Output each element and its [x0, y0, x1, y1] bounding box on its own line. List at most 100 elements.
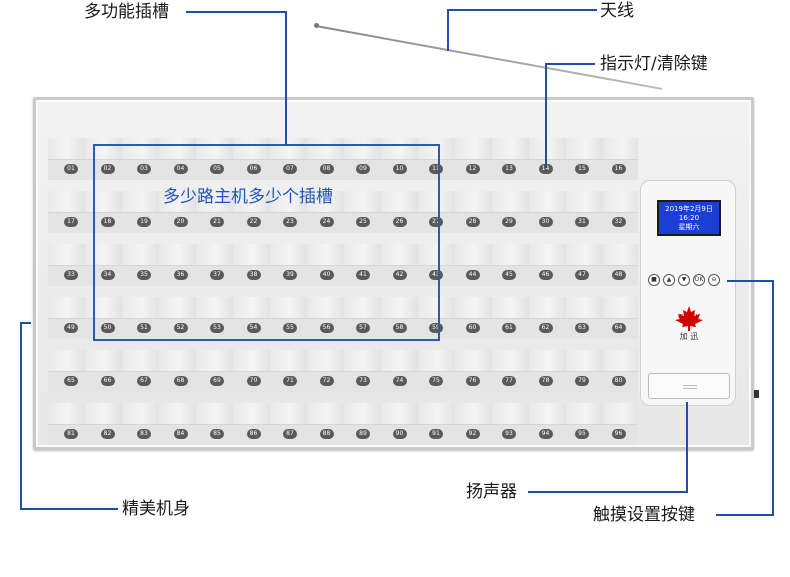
slot-number[interactable]: 46 [538, 270, 553, 280]
slot-number[interactable]: 49 [64, 323, 78, 333]
slot-number[interactable]: 45 [502, 270, 516, 280]
slot-number[interactable]: 93 [502, 429, 516, 439]
slot-number[interactable]: 47 [575, 270, 589, 280]
slot-number[interactable]: 12 [465, 164, 480, 174]
slot-number[interactable]: 72 [319, 376, 334, 386]
slot-number[interactable]: 18 [100, 217, 115, 227]
slot-number[interactable]: 22 [246, 217, 261, 227]
slot-number[interactable]: 54 [246, 323, 261, 333]
slot-number[interactable]: 94 [538, 429, 553, 439]
slot-number[interactable]: 89 [356, 429, 370, 439]
slot-number[interactable]: 58 [392, 323, 407, 333]
slot-number[interactable]: 61 [502, 323, 516, 333]
slot-number[interactable]: 32 [611, 217, 626, 227]
slot-number[interactable]: 51 [137, 323, 151, 333]
slot-number[interactable]: 65 [64, 376, 78, 386]
slot-number[interactable]: 02 [100, 164, 115, 174]
slot-number[interactable]: 81 [64, 429, 78, 439]
slot-number[interactable]: 11 [429, 164, 443, 174]
slot-number[interactable]: 28 [465, 217, 480, 227]
slot-number[interactable]: 96 [611, 429, 626, 439]
slot-number[interactable]: 04 [173, 164, 188, 174]
slot-number[interactable]: 44 [465, 270, 480, 280]
slot-number[interactable]: 86 [246, 429, 261, 439]
slot-number[interactable]: 66 [100, 376, 115, 386]
slot-number[interactable]: 83 [137, 429, 151, 439]
slot-number[interactable]: 17 [64, 217, 78, 227]
slot-number[interactable]: 56 [319, 323, 334, 333]
slot-number[interactable]: 39 [283, 270, 297, 280]
slot-number[interactable]: 75 [429, 376, 443, 386]
slot-number[interactable]: 08 [319, 164, 334, 174]
slot-number[interactable]: 68 [173, 376, 188, 386]
down-button[interactable]: ▼ [678, 274, 690, 286]
slot-number[interactable]: 29 [502, 217, 516, 227]
slot-number[interactable]: 52 [173, 323, 188, 333]
slot-number[interactable]: 43 [429, 270, 443, 280]
slot-number[interactable]: 50 [100, 323, 115, 333]
slot-number[interactable]: 27 [429, 217, 443, 227]
slot-number[interactable]: 79 [575, 376, 589, 386]
slot-number[interactable]: 19 [137, 217, 151, 227]
slot-number[interactable]: 62 [538, 323, 553, 333]
slot-number[interactable]: 88 [319, 429, 334, 439]
slot-number[interactable]: 34 [100, 270, 115, 280]
slot-number[interactable]: 38 [246, 270, 261, 280]
slot-number[interactable]: 24 [319, 217, 334, 227]
slot-number[interactable]: 40 [319, 270, 334, 280]
slot-number[interactable]: 63 [575, 323, 589, 333]
stop-button[interactable]: ■ [648, 274, 660, 286]
slot-number[interactable]: 41 [356, 270, 370, 280]
slot-number[interactable]: 36 [173, 270, 188, 280]
slot-number[interactable]: 57 [356, 323, 370, 333]
slot-number[interactable]: 87 [283, 429, 297, 439]
slot-number[interactable]: 67 [137, 376, 151, 386]
slot-number[interactable]: 31 [575, 217, 589, 227]
ok-button[interactable]: OK [693, 274, 705, 286]
slot-number[interactable]: 64 [611, 323, 626, 333]
slot-number[interactable]: 76 [465, 376, 480, 386]
slot-number[interactable]: 53 [210, 323, 224, 333]
slot-number[interactable]: 55 [283, 323, 297, 333]
slot-number[interactable]: 73 [356, 376, 370, 386]
slot-number[interactable]: 07 [283, 164, 297, 174]
slot-number[interactable]: 25 [356, 217, 370, 227]
slot-number[interactable]: 69 [210, 376, 224, 386]
slot-number[interactable]: 30 [538, 217, 553, 227]
slot-number[interactable]: 05 [210, 164, 224, 174]
slot-number[interactable]: 14 [538, 164, 553, 174]
slot-number[interactable]: 09 [356, 164, 370, 174]
slot-number[interactable]: 70 [246, 376, 261, 386]
slot-number[interactable]: 92 [465, 429, 480, 439]
slot-number[interactable]: 59 [429, 323, 443, 333]
slot-number[interactable]: 10 [392, 164, 407, 174]
slot-number[interactable]: 20 [173, 217, 188, 227]
slot-number[interactable]: 48 [611, 270, 626, 280]
slot-number[interactable]: 74 [392, 376, 407, 386]
slot-number[interactable]: 26 [392, 217, 407, 227]
slot-number[interactable]: 91 [429, 429, 443, 439]
slot-number[interactable]: 82 [100, 429, 115, 439]
slot-number[interactable]: 84 [173, 429, 188, 439]
slot-number[interactable]: 60 [465, 323, 480, 333]
slot-number[interactable]: 21 [210, 217, 224, 227]
slot-number[interactable]: 01 [64, 164, 78, 174]
slot-number[interactable]: 35 [137, 270, 151, 280]
slot-number[interactable]: 85 [210, 429, 224, 439]
slot-number[interactable]: 13 [502, 164, 516, 174]
slot-number[interactable]: 80 [611, 376, 626, 386]
slot-number[interactable]: 23 [283, 217, 297, 227]
slot-number[interactable]: 90 [392, 429, 407, 439]
up-button[interactable]: ▲ [663, 274, 675, 286]
back-button[interactable]: ⊖ [708, 274, 720, 286]
slot-number[interactable]: 42 [392, 270, 407, 280]
slot-number[interactable]: 77 [502, 376, 516, 386]
slot-number[interactable]: 33 [64, 270, 78, 280]
slot-number[interactable]: 03 [137, 164, 151, 174]
slot-number[interactable]: 78 [538, 376, 553, 386]
slot-number[interactable]: 95 [575, 429, 589, 439]
slot-number[interactable]: 06 [246, 164, 261, 174]
slot-number[interactable]: 16 [611, 164, 626, 174]
slot-number[interactable]: 71 [283, 376, 297, 386]
slot-number[interactable]: 15 [575, 164, 589, 174]
